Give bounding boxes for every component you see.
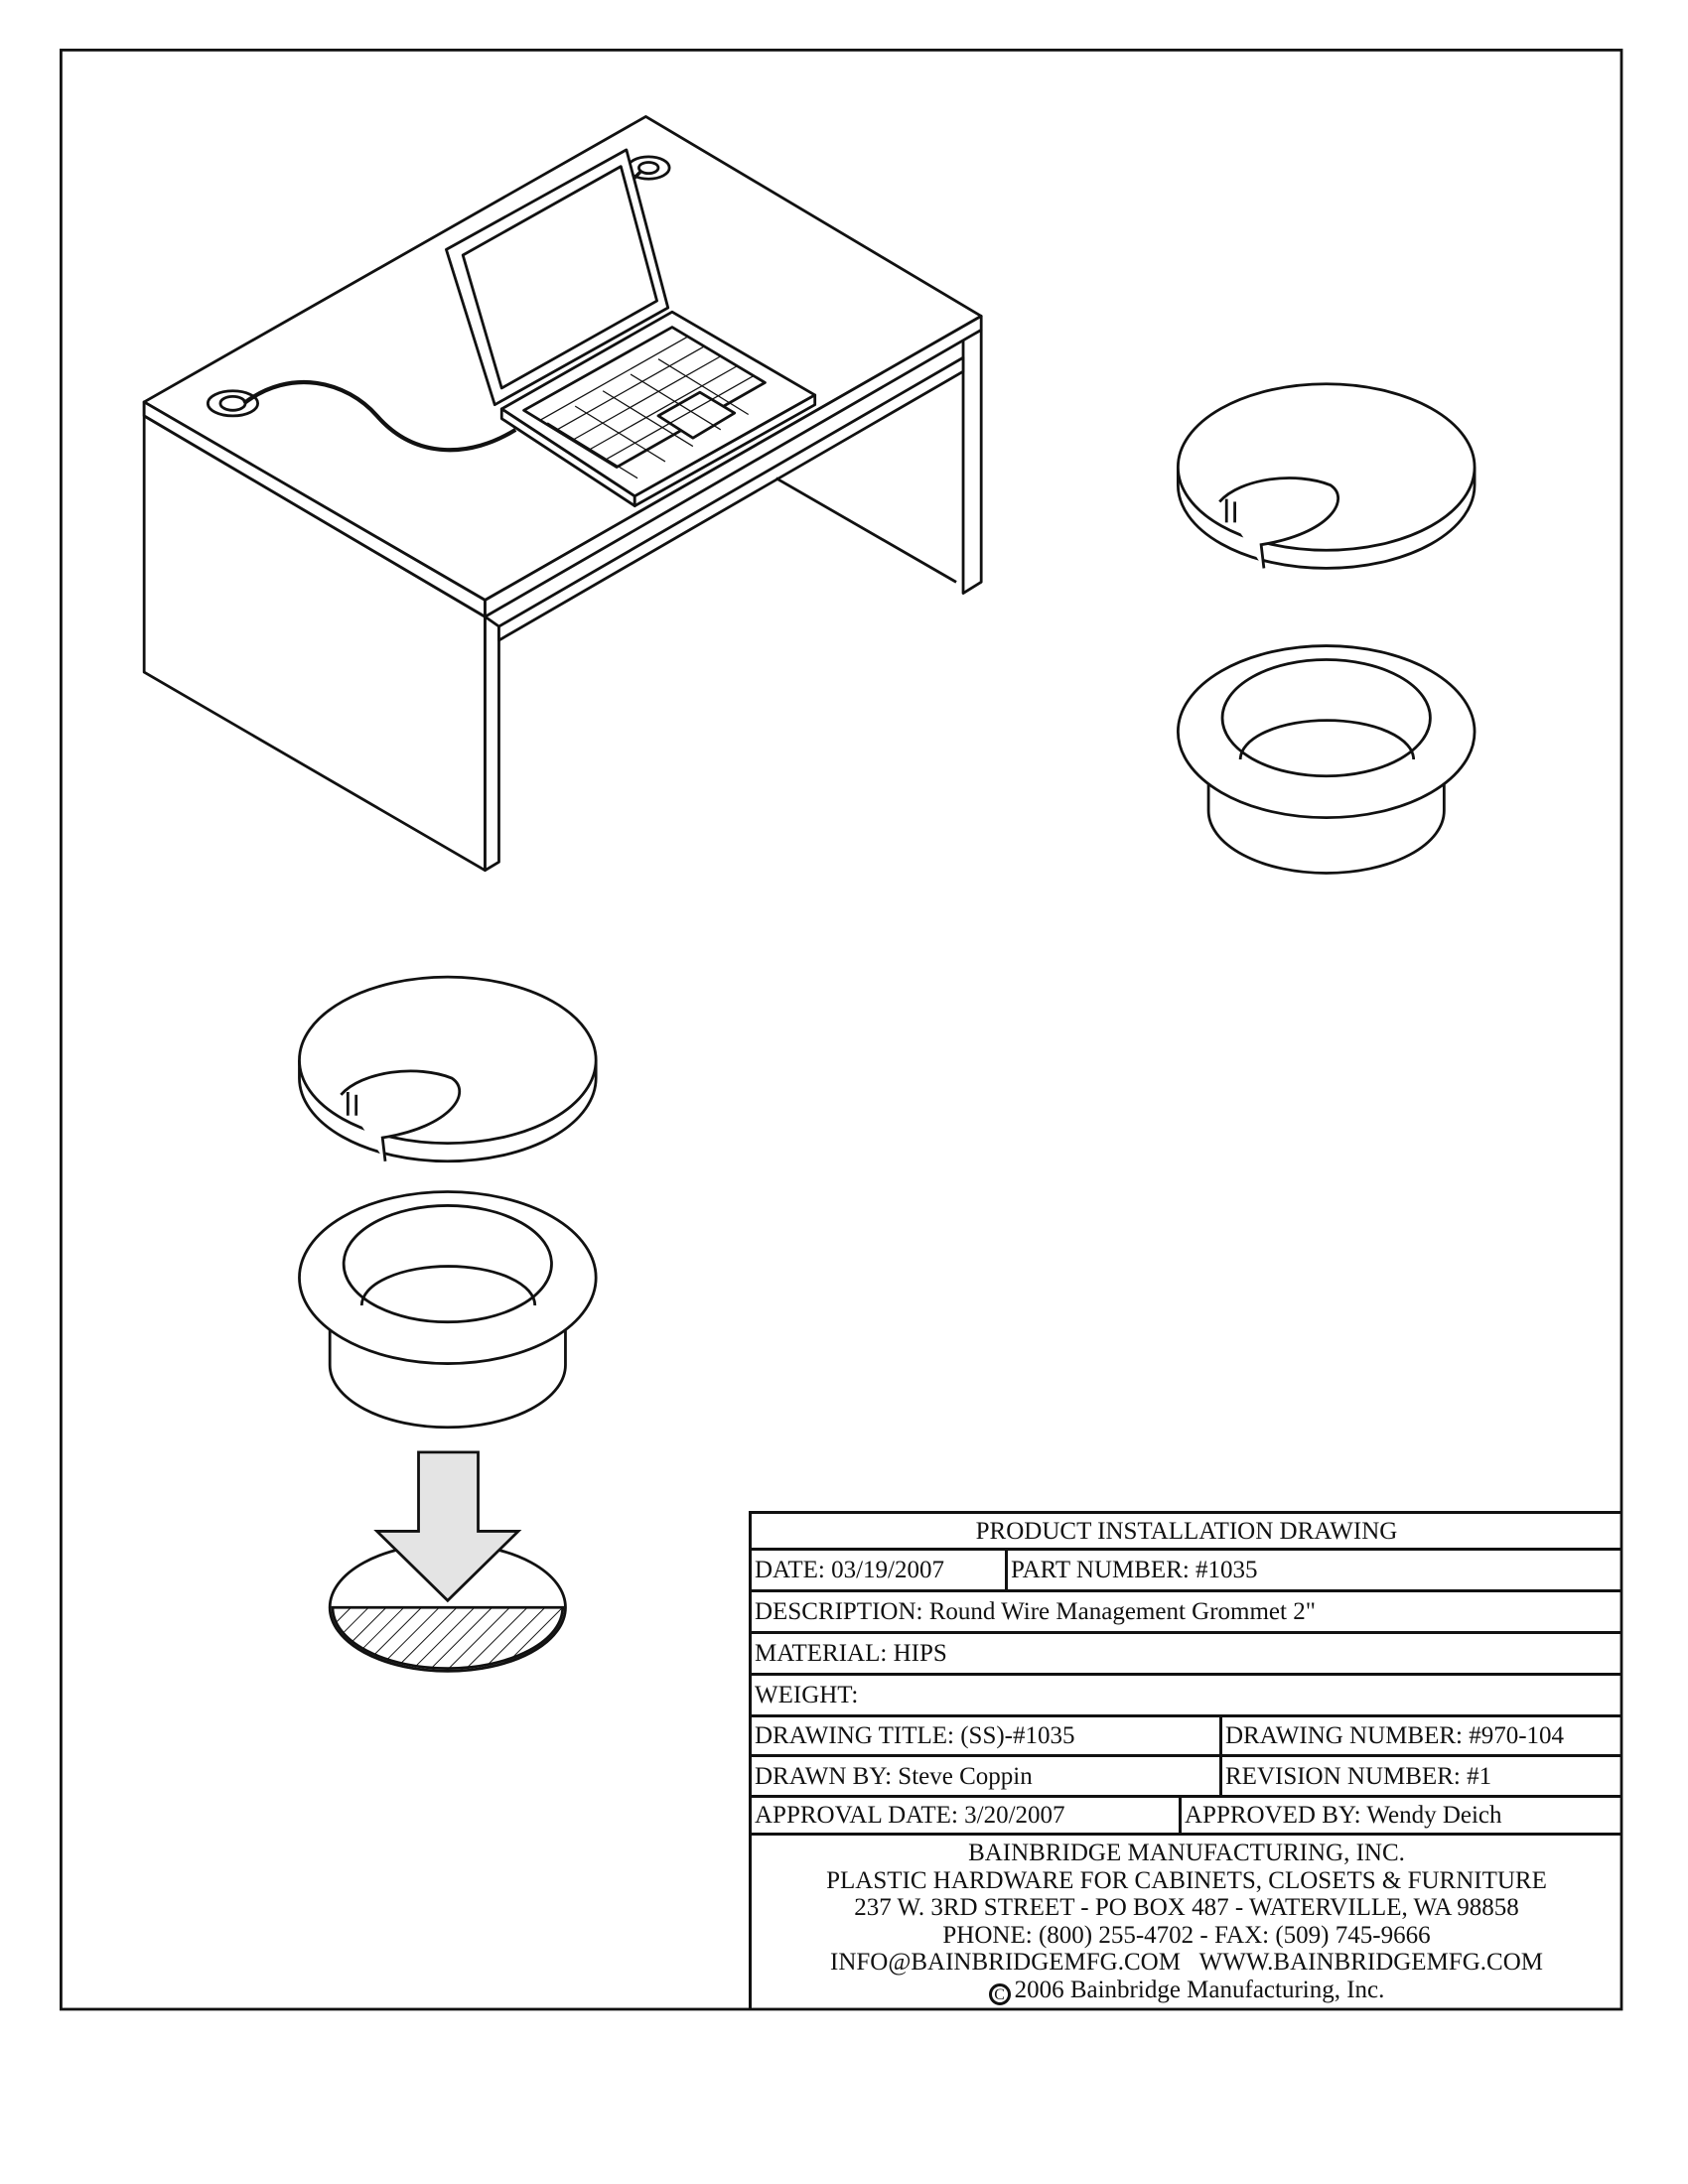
- company-info: BAINBRIDGE MANUFACTURING, INC. PLASTIC H…: [752, 1836, 1621, 2009]
- description-field: DESCRIPTION: Round Wire Management Gromm…: [755, 1598, 1316, 1625]
- company-address: 237 W. 3RD STREET - PO BOX 487 - WATERVI…: [854, 1894, 1519, 1921]
- part-number-field: PART NUMBER: #1035: [1011, 1557, 1258, 1583]
- drawn-by-field: DRAWN BY: Steve Coppin: [752, 1757, 1222, 1795]
- company-email: INFO@BAINBRIDGEMFG.COM: [830, 1949, 1181, 1976]
- mounting-hole: [328, 1542, 567, 1673]
- company-phone-fax: PHONE: (800) 255-4702 - FAX: (509) 745-9…: [942, 1921, 1431, 1949]
- approved-by-field: APPROVED BY: Wendy Deich: [1185, 1802, 1502, 1829]
- company-website: WWW.BAINBRIDGEMFG.COM: [1198, 1949, 1543, 1976]
- grommet-exploded-left: [298, 975, 598, 1430]
- cable: [242, 379, 517, 453]
- page-border: [60, 49, 1623, 2011]
- weight-field: WEIGHT:: [755, 1682, 859, 1708]
- grommet-exploded-right: [1176, 382, 1477, 875]
- approval-date-field: APPROVAL DATE: 3/20/2007: [752, 1798, 1182, 1833]
- copyright-icon: C: [988, 1982, 1011, 2005]
- drawing-number-field: DRAWING NUMBER: #970-104: [1225, 1722, 1565, 1749]
- material-field: MATERIAL: HIPS: [755, 1640, 947, 1667]
- arrow-down-icon: [373, 1450, 522, 1603]
- company-name: BAINBRIDGE MANUFACTURING, INC.: [968, 1840, 1405, 1866]
- company-tagline: PLASTIC HARDWARE FOR CABINETS, CLOSETS &…: [826, 1866, 1547, 1894]
- date-field: DATE: 03/19/2007: [752, 1551, 1008, 1589]
- copyright-text: 2006 Bainbridge Manufacturing, Inc.: [1014, 1976, 1385, 2003]
- drawing-title-field: DRAWING TITLE: (SS)-#1035: [752, 1717, 1222, 1754]
- title-block: PRODUCT INSTALLATION DRAWING DATE: 03/19…: [749, 1511, 1621, 2009]
- title-block-heading: PRODUCT INSTALLATION DRAWING: [975, 1517, 1398, 1545]
- laptop: [445, 148, 817, 508]
- desk-illustration: [142, 115, 983, 873]
- revision-number-field: REVISION NUMBER: #1: [1225, 1762, 1492, 1790]
